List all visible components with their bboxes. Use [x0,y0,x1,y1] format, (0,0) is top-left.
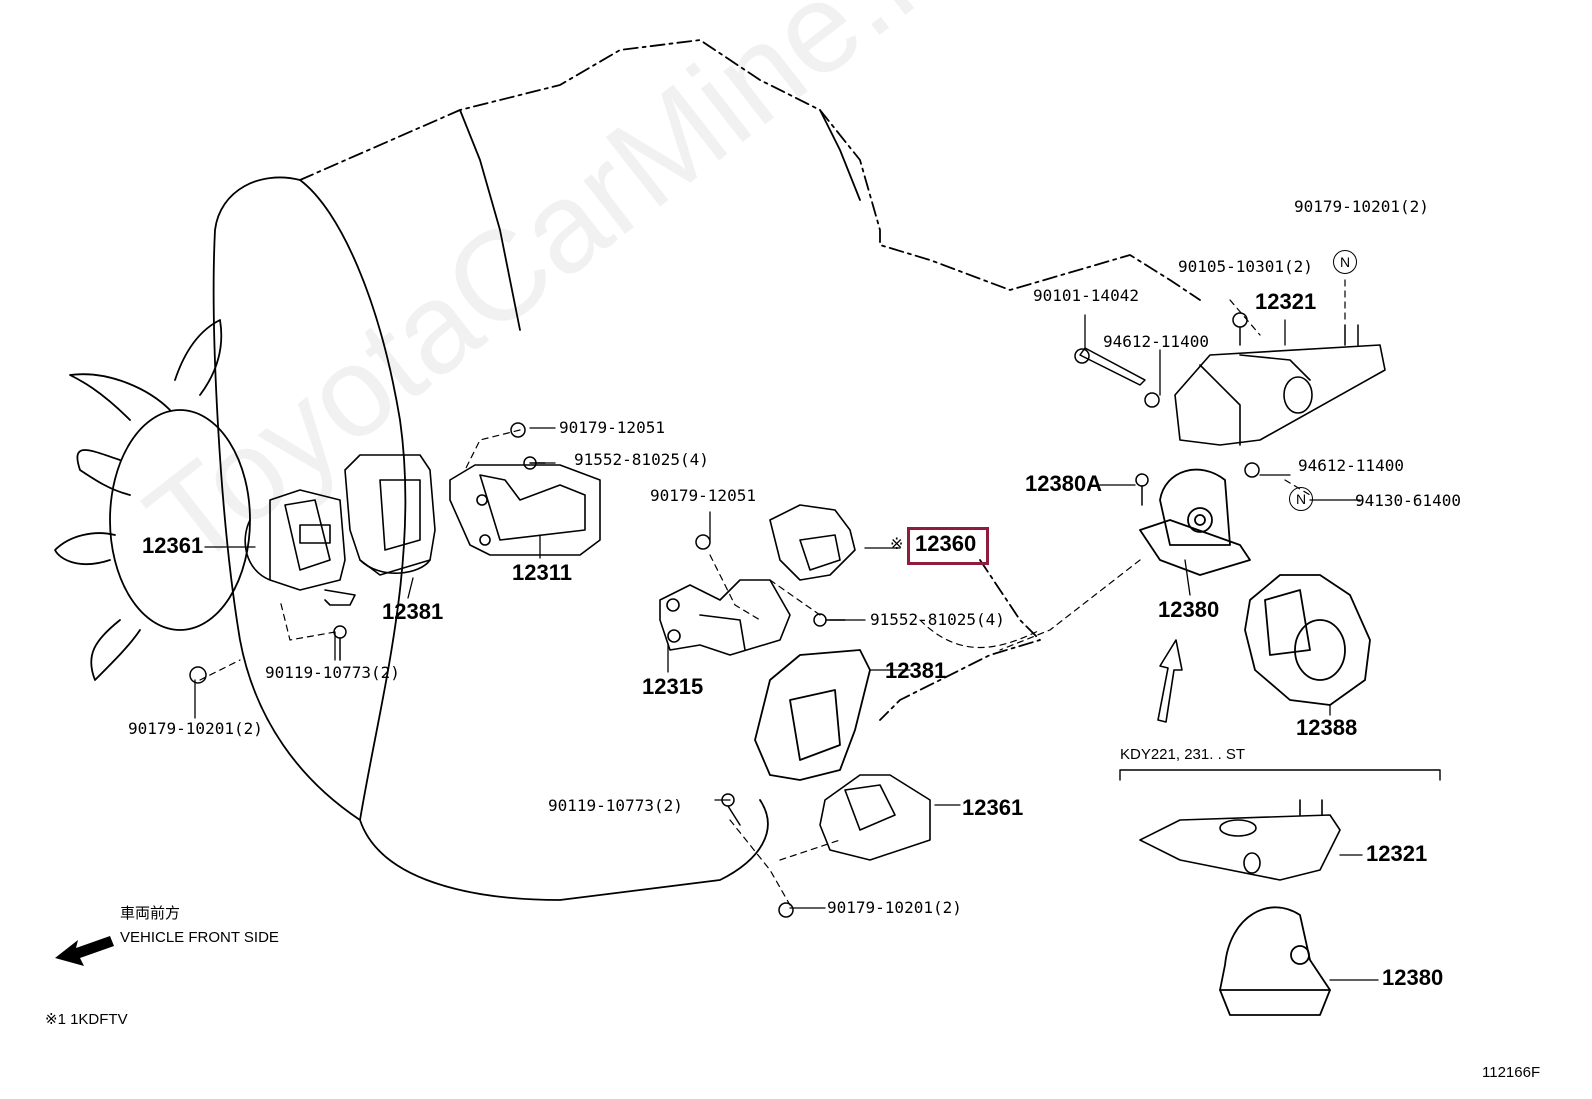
engine-rear [459,109,861,331]
fastener-90119-10773-a: 90119-10773(2) [265,663,400,682]
bracket-12311 [449,464,601,556]
fastener-90179-10201-c: 90179-10201(2) [1294,197,1429,216]
bracket-12315 [659,579,791,656]
bracket-12321-bottom [1139,799,1341,881]
fastener-94612-11400-a: 94612-11400 [1103,332,1209,351]
bracket-12321-top [1174,344,1386,446]
part-12360-mark: ※ [890,534,904,553]
vehicle-front-arrow [55,936,114,966]
part-12321-top-label: 12321 [1255,289,1317,314]
part-12315-label: 12315 [642,674,704,699]
mount-12380-bottom [1219,906,1331,1016]
variant-label: KDY221, 231. . ST [1120,746,1246,763]
part-12388-label: 12388 [1296,715,1358,740]
part-12361-center-label: 12361 [962,795,1024,820]
mount-12361-left [244,489,356,606]
part-12381-left-label: 12381 [382,599,444,624]
fastener-glyphs [189,312,1359,918]
variant-bracket [1119,769,1441,781]
circle-mark-n-right: N [1289,487,1313,511]
fastener-91552-81025-b: 91552-81025(4) [870,610,1005,629]
up-arrow [1157,639,1183,723]
diagram-code: 112166F [1482,1064,1541,1081]
insulator-12381-center [754,649,871,781]
front-direction-en: VEHICLE FRONT SIDE [120,929,279,946]
part-12311-label: 12311 [512,560,572,585]
circle-mark-n-top: N [1333,250,1357,274]
footnote: ※1 1KDFTV [45,1011,128,1028]
fastener-91552-81025-a: 91552-81025(4) [574,450,709,469]
part-12388 [1244,574,1371,706]
part-12381-center-label: 12381 [885,658,947,683]
part-12360-label: 12360 [915,531,977,556]
highlight-box-12360 [907,527,989,565]
part-12380-label: 12380 [1158,597,1220,622]
mount-12380 [1139,468,1251,576]
fastener-90101-14042: 90101-14042 [1033,286,1139,305]
part-12380A-label: 12380A [1025,471,1103,496]
engine-outline [299,39,1201,301]
engine-outline-lower [879,559,1041,721]
front-direction-jp: 車両前方 [120,905,181,922]
fastener-94612-11400-b: 94612-11400 [1298,456,1404,475]
fastener-90179-10201-b: 90179-10201(2) [827,898,962,917]
fastener-90179-10201-a: 90179-10201(2) [128,719,263,738]
part-12321-bottom-label: 12321 [1366,841,1428,866]
engine-left-shell [212,176,361,821]
fastener-90119-10773-b: 90119-10773(2) [548,796,683,815]
part-12361-left-label: 12361 [142,533,204,558]
insulator-12381-left [344,454,436,576]
part-12380-bottom-label: 12380 [1382,965,1444,990]
insulator-12360 [769,504,856,581]
fastener-90179-12051-b: 90179-12051 [650,486,756,505]
fastener-90179-12051-a: 90179-12051 [559,418,665,437]
fastener-90105-10301: 90105-10301(2) [1178,257,1313,276]
engine-body [299,179,769,901]
fastener-94130-61400: 94130-61400 [1355,491,1461,510]
mount-12361-center [819,774,931,861]
